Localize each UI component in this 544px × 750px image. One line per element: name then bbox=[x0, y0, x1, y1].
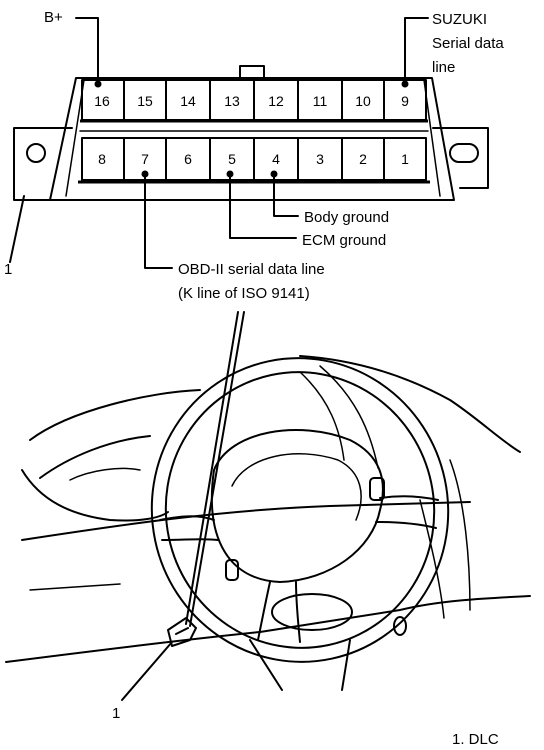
pin-6-label: 6 bbox=[184, 151, 192, 167]
pin-16-dot bbox=[94, 80, 102, 88]
pin-7-dot bbox=[141, 170, 149, 178]
steering-spoke-left bbox=[159, 515, 219, 541]
suzuki-label-line1: SUZUKI bbox=[432, 11, 487, 28]
bottom-pin-row: 8 7 6 5 4 3 2 1 bbox=[81, 137, 427, 181]
pin-10-label: 10 bbox=[355, 93, 371, 109]
left-mounting-flange bbox=[13, 127, 73, 201]
body-ground-leader bbox=[273, 173, 299, 217]
top-pin-row: 16 15 14 13 12 11 10 9 bbox=[81, 79, 427, 121]
suzuki-label-line3: line bbox=[432, 59, 455, 76]
body-ground-label: Body ground bbox=[304, 209, 389, 226]
steering-wheel-hub bbox=[210, 429, 384, 583]
pin-14-label: 14 bbox=[180, 93, 196, 109]
callout-1-bottom: 1 bbox=[112, 705, 120, 722]
steering-wheel-rim-inner bbox=[164, 371, 436, 649]
pin-8-label: 8 bbox=[98, 151, 106, 167]
dash-right-panel bbox=[419, 459, 471, 619]
pin-12-label: 12 bbox=[268, 93, 284, 109]
legend-dlc: 1. DLC bbox=[452, 731, 499, 748]
b-plus-label: B+ bbox=[44, 9, 63, 26]
dashboard-illustration bbox=[5, 311, 531, 701]
pin-leaders bbox=[9, 17, 429, 269]
pin-4-dot bbox=[270, 170, 278, 178]
suzuki-leader bbox=[404, 17, 429, 83]
dashboard-left-contour bbox=[21, 435, 169, 522]
pin-3-label: 3 bbox=[316, 151, 324, 167]
right-mounting-flange bbox=[432, 127, 489, 189]
steering-column bbox=[249, 639, 351, 691]
pin-9-dot bbox=[401, 80, 409, 88]
pin-13-label: 13 bbox=[224, 93, 240, 109]
pin-2-label: 2 bbox=[359, 151, 367, 167]
lower-trim bbox=[29, 583, 121, 591]
steering-spoke-right bbox=[375, 495, 439, 529]
steering-hub-inner bbox=[231, 453, 362, 521]
ecm-ground-label: ECM ground bbox=[302, 232, 386, 249]
steering-wheel-rim bbox=[150, 357, 450, 663]
b-plus-leader bbox=[75, 17, 99, 83]
callout-1-top: 1 bbox=[4, 261, 12, 278]
pin-9-label: 9 bbox=[401, 93, 409, 109]
obd-label-line1: OBD-II serial data line bbox=[178, 261, 325, 278]
dashboard-vent bbox=[69, 467, 141, 481]
right-mounting-slot bbox=[449, 143, 479, 163]
callout-1-leader-bottom bbox=[121, 641, 173, 701]
dashboard-lower-edge bbox=[21, 501, 471, 541]
pin-16-label: 16 bbox=[94, 93, 110, 109]
horn-button-right bbox=[369, 477, 385, 501]
left-mounting-hole bbox=[26, 143, 46, 163]
suzuki-label-line2: Serial data bbox=[432, 35, 504, 52]
pin-1-label: 1 bbox=[401, 151, 409, 167]
callout-1-leader-top bbox=[9, 195, 25, 263]
pin-15-label: 15 bbox=[137, 93, 153, 109]
connector-key-tab bbox=[239, 65, 265, 79]
pedal-knob bbox=[393, 616, 407, 636]
pin-11-label: 11 bbox=[313, 93, 328, 109]
connector-labels: B+ SUZUKI Serial data line Body ground E… bbox=[4, 9, 504, 302]
dashboard-bottom-line bbox=[5, 595, 531, 663]
obd-leader bbox=[144, 173, 173, 269]
dlc-connector: 16 15 14 13 12 11 10 9 8 7 6 5 4 3 2 1 bbox=[13, 65, 489, 201]
pin-5-dot bbox=[226, 170, 234, 178]
steering-spoke-bottom bbox=[257, 581, 301, 643]
instrument-hood bbox=[299, 365, 379, 469]
steering-column-ring bbox=[271, 593, 353, 631]
ecm-ground-leader bbox=[229, 173, 297, 239]
connector-shell bbox=[49, 77, 455, 201]
pin-4-label: 4 bbox=[272, 151, 280, 167]
pin-7-label: 7 bbox=[141, 151, 149, 167]
horn-button-left bbox=[225, 559, 239, 581]
pin-cell bbox=[383, 137, 427, 181]
dashboard-top-edge bbox=[29, 355, 521, 453]
pin-5-label: 5 bbox=[228, 151, 236, 167]
obd-label-line2: (K line of ISO 9141) bbox=[178, 285, 310, 302]
pointer-stick bbox=[185, 311, 245, 627]
